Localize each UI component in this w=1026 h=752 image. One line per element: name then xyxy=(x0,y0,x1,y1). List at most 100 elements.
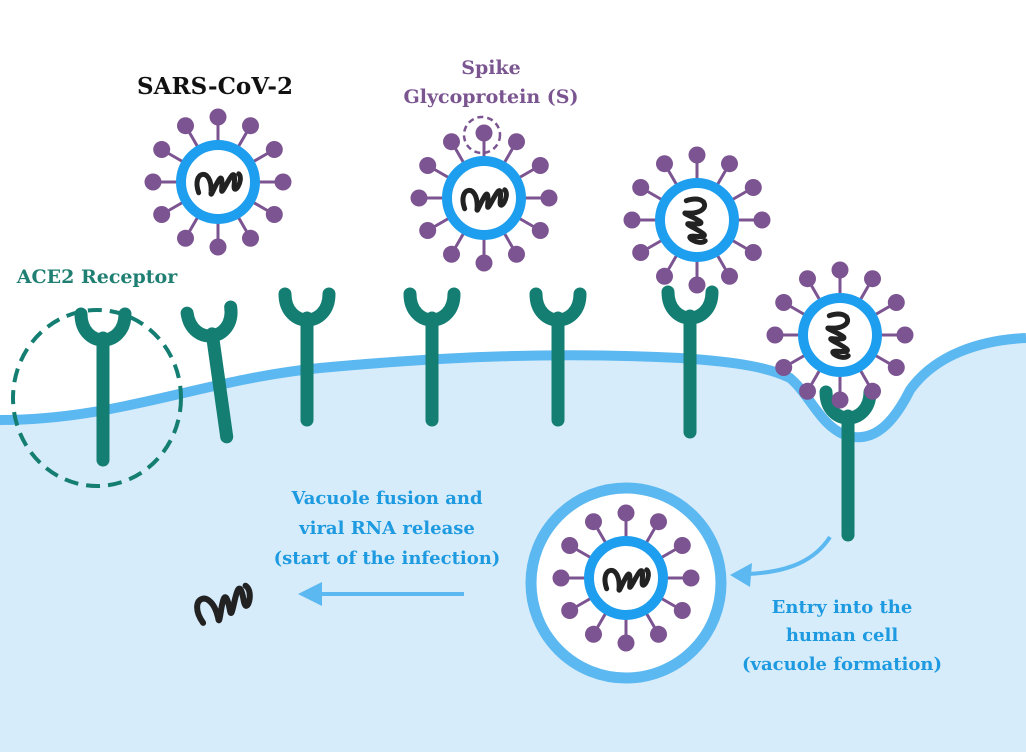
spike-head xyxy=(799,382,816,400)
spike-head xyxy=(721,267,738,285)
spike-head xyxy=(887,359,905,376)
fusion-arrow xyxy=(298,582,464,606)
spike-label: Spike xyxy=(461,57,520,79)
viral-rna xyxy=(602,567,651,593)
spike-head xyxy=(656,155,673,173)
spike-head xyxy=(274,173,292,191)
spike-head xyxy=(443,133,460,151)
spike-head xyxy=(831,391,849,409)
ace2-receptor xyxy=(74,307,132,467)
virus-particle xyxy=(144,108,292,256)
spike-head xyxy=(688,276,706,294)
spike-head xyxy=(775,294,793,311)
spike-head xyxy=(744,244,762,261)
spike-head xyxy=(831,261,849,279)
spike-head xyxy=(744,179,762,196)
rna-strand xyxy=(194,582,253,626)
arrow-head xyxy=(730,563,752,587)
spike-head xyxy=(209,108,227,126)
spike-label: Glycoprotein (S) xyxy=(404,86,579,108)
ace2-receptor xyxy=(403,287,461,427)
spike-head xyxy=(632,244,650,261)
spike-head xyxy=(242,229,259,247)
spike-head xyxy=(443,245,460,263)
ace2-receptor xyxy=(819,385,877,542)
spike-head xyxy=(721,155,738,173)
entry-label: (vacuole formation) xyxy=(742,654,942,675)
spike-head xyxy=(864,270,881,288)
virus-particle xyxy=(410,124,558,272)
spike-head xyxy=(887,294,905,311)
spike-head xyxy=(688,146,706,164)
spike-head xyxy=(508,133,525,151)
spike-head xyxy=(177,229,194,247)
virus-particle xyxy=(766,261,914,409)
cell-cytoplasm xyxy=(0,338,1026,752)
spike-head xyxy=(531,222,549,239)
spike-head xyxy=(799,270,816,288)
spike-head xyxy=(656,267,673,285)
spike-head xyxy=(766,326,784,344)
ace2-label: ACE2 Receptor xyxy=(16,266,178,288)
spike-head xyxy=(753,211,771,229)
entry-arrow xyxy=(730,535,832,587)
entry-label: Entry into the xyxy=(772,597,913,618)
spike-head xyxy=(650,625,667,643)
spike-head xyxy=(632,179,650,196)
spike-head xyxy=(153,206,171,223)
spike-head xyxy=(864,382,881,400)
spike-head xyxy=(265,141,283,158)
spike-head xyxy=(682,569,700,587)
spike-head xyxy=(531,157,549,174)
released-rna xyxy=(194,582,253,626)
spike-head xyxy=(540,189,558,207)
ace2-receptor xyxy=(180,300,238,444)
spike-head xyxy=(144,173,162,191)
fusion-label: (start of the infection) xyxy=(274,548,501,569)
spike-head xyxy=(623,211,641,229)
arrow-line xyxy=(747,535,832,576)
spike-head xyxy=(650,513,667,531)
entry-label: human cell xyxy=(786,625,898,646)
viral-rna xyxy=(825,311,851,360)
arrow-head xyxy=(298,582,322,606)
spike-head xyxy=(585,513,602,531)
fusion-label: Vacuole fusion and xyxy=(290,488,482,509)
spike-head xyxy=(410,189,428,207)
viral-rna xyxy=(682,196,708,245)
spike-head xyxy=(617,634,635,652)
spike-head xyxy=(265,206,283,223)
spike-head xyxy=(242,117,259,135)
spike-head xyxy=(552,569,570,587)
virus-in-vacuole xyxy=(552,504,700,652)
virus-particle xyxy=(623,146,771,294)
spike-head xyxy=(419,157,437,174)
spike-head xyxy=(896,326,914,344)
spike-head xyxy=(419,222,437,239)
spike-head xyxy=(475,254,493,272)
spike-head xyxy=(153,141,171,158)
spike-highlight-circle xyxy=(462,115,502,155)
virus-label: SARS-CoV-2 xyxy=(137,73,293,100)
viral-rna xyxy=(460,187,509,213)
ace2-receptor xyxy=(278,287,336,427)
spike-head xyxy=(673,602,691,619)
spike-head xyxy=(508,245,525,263)
spike-head xyxy=(617,504,635,522)
ace2-highlight-circle xyxy=(11,308,183,488)
spike-head xyxy=(673,537,691,554)
ace2-receptor xyxy=(661,285,719,439)
spike-head xyxy=(177,117,194,135)
spike-head xyxy=(585,625,602,643)
cell-membrane xyxy=(0,333,1026,443)
spike-head xyxy=(209,238,227,256)
receptor-stem xyxy=(205,327,234,444)
spike-head xyxy=(475,124,493,142)
viral-rna xyxy=(194,171,243,197)
spike-head xyxy=(561,602,579,619)
spike-head xyxy=(775,359,793,376)
fusion-label: viral RNA release xyxy=(298,518,475,539)
ace2-receptor xyxy=(529,287,587,427)
spike-head xyxy=(561,537,579,554)
